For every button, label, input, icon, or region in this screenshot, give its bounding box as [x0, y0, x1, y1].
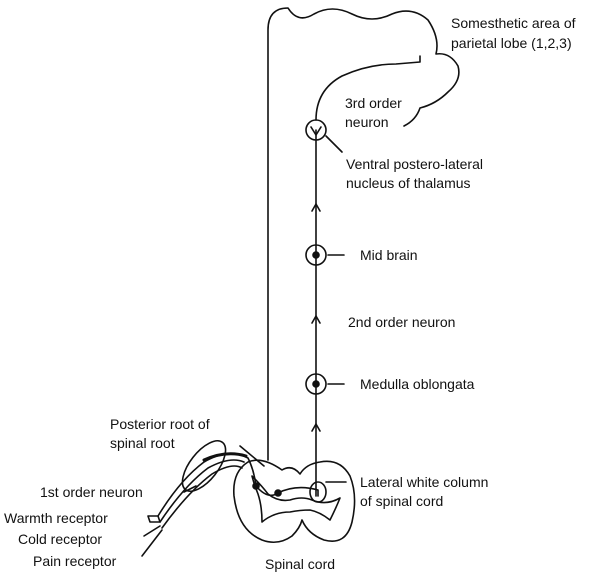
- second-order-neuron-label: 2nd order neuron: [348, 313, 455, 331]
- thalamus-label-line1: Ventral postero-lateral: [346, 155, 483, 173]
- thalamus-label-line2: nucleus of thalamus: [346, 174, 471, 192]
- pain-receptor-ending: [142, 530, 162, 556]
- pain-receptor-label: Pain receptor: [33, 552, 116, 570]
- first-order-neuron-label: 1st order neuron: [40, 483, 143, 501]
- medulla-oblongata-label: Medulla oblongata: [360, 375, 474, 393]
- posterior-root-label-line1: Posterior root of: [110, 415, 210, 433]
- midbrain-cell-body: [313, 252, 319, 258]
- first-order-fiber-3: [162, 466, 242, 528]
- first-order-fiber-1: [158, 454, 256, 516]
- lateral-white-column-label-line1: Lateral white column: [360, 473, 488, 491]
- spinal-gray-matter: [252, 476, 340, 522]
- somesthetic-area-label-line2: parietal lobe (1,2,3): [451, 34, 572, 52]
- warmth-receptor-ending: [148, 516, 160, 522]
- spinal-cord-label: Spinal cord: [265, 555, 335, 573]
- lateral-white-column-label-line2: of spinal cord: [360, 492, 443, 510]
- cold-receptor-label: Cold receptor: [18, 530, 102, 548]
- dorsal-root-ganglion: [174, 434, 233, 499]
- mid-brain-label: Mid brain: [360, 246, 418, 264]
- thalamus-leader: [326, 136, 342, 152]
- medulla-cell-body: [313, 381, 319, 387]
- warmth-receptor-label: Warmth receptor: [4, 509, 108, 527]
- third-order-neuron-label-line1: 3rd order: [345, 94, 402, 112]
- third-order-neuron-label-line2: neuron: [345, 113, 389, 131]
- posterior-root-label-line2: spinal root: [110, 434, 175, 452]
- spinal-cord-section: [234, 460, 355, 542]
- somesthetic-area-label-line1: Somesthetic area of: [451, 14, 576, 32]
